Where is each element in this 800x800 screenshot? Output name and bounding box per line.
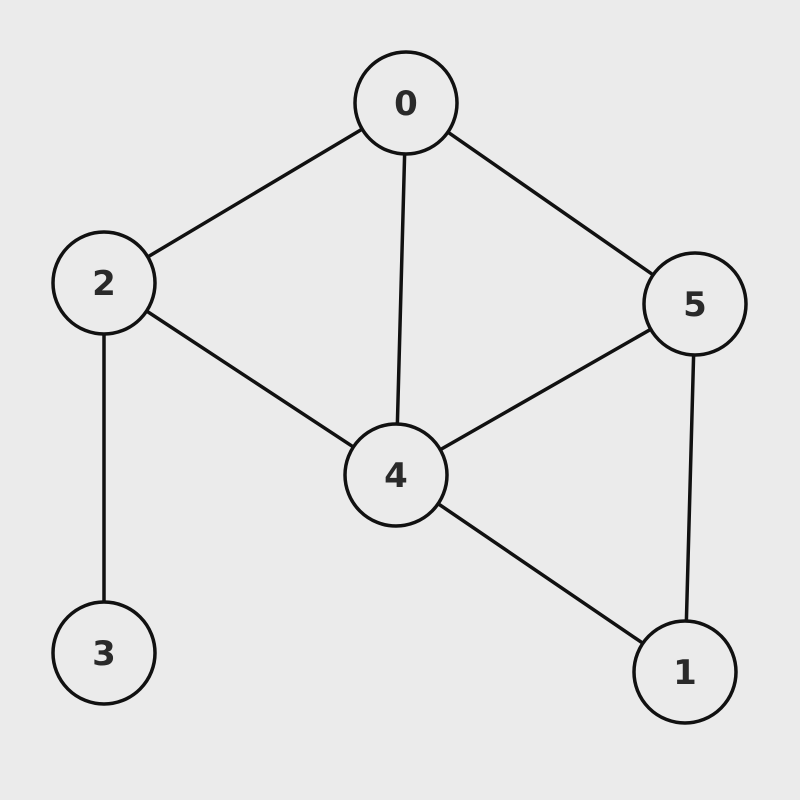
nodes-layer: 0 1 2 3 4 5 — [51, 50, 748, 725]
node-circle-3 — [51, 600, 157, 706]
node-circle-1 — [632, 619, 738, 725]
graph-node-0: 0 — [353, 50, 459, 156]
graph-node-4: 4 — [343, 422, 449, 528]
edge-2-4 — [102, 281, 398, 477]
edge-0-5 — [404, 101, 697, 306]
graph-node-3: 3 — [51, 600, 157, 706]
node-circle-0 — [353, 50, 459, 156]
graph-node-2: 2 — [51, 230, 157, 336]
node-label-1: 1 — [673, 653, 697, 693]
edge-5-1 — [683, 302, 697, 674]
edge-4-5 — [394, 302, 697, 477]
node-circle-4 — [343, 422, 449, 528]
node-circle-2 — [51, 230, 157, 336]
node-circle-5 — [642, 251, 748, 357]
graph-node-1: 1 — [632, 619, 738, 725]
graph-node-5: 5 — [642, 251, 748, 357]
node-label-3: 3 — [92, 634, 116, 674]
node-label-5: 5 — [683, 285, 707, 325]
node-label-2: 2 — [92, 264, 116, 304]
node-label-4: 4 — [384, 456, 408, 496]
node-label-0: 0 — [394, 84, 418, 124]
edge-0-4 — [394, 101, 408, 477]
edges-layer — [102, 101, 697, 674]
edge-0-2 — [102, 101, 408, 285]
edge-4-1 — [394, 473, 687, 674]
